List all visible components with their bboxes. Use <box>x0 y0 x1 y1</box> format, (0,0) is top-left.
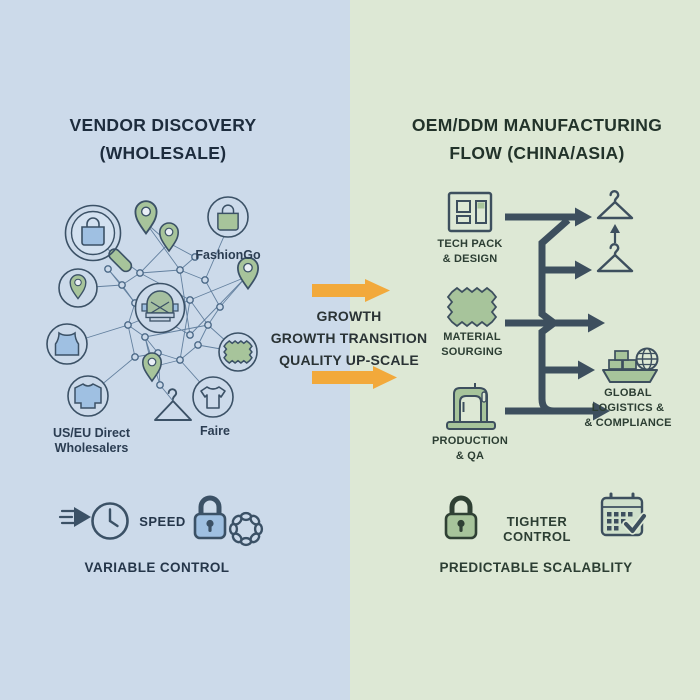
left-title-line1: VENDOR DISCOVERY <box>69 115 257 135</box>
logistics-line3: & COMPLIANCE <box>584 417 672 429</box>
tech-pack-icon <box>447 191 493 233</box>
tech-pack-line2: & DESIGN <box>442 253 498 265</box>
network-label-faire: Faire <box>200 424 230 438</box>
shopping-bag-icon <box>81 217 105 246</box>
calendar-check-icon <box>600 492 648 537</box>
chain-icon <box>228 511 264 547</box>
transition-line2: GROWTH TRANSITION <box>270 330 428 346</box>
network-label-us-eu: US/EU Direct Wholesalers <box>29 426 154 456</box>
tech-pack-line1: TECH PACK <box>437 238 503 250</box>
sewing-machine-icon <box>446 383 496 430</box>
us-eu-line1: US/EU Direct <box>52 426 131 440</box>
network-label-fashiongo: FashionGo <box>195 248 261 262</box>
fabric-swatch-icon <box>446 286 498 328</box>
padlock-icon <box>193 495 227 540</box>
tshirt-badge <box>192 376 234 418</box>
step-label-material: MATERIAL SOURGING <box>422 330 522 360</box>
vendor-network-diagram <box>46 196 259 421</box>
logistics-line2: LOGISTICS & <box>591 402 665 414</box>
material-line2: SOURGING <box>441 346 503 358</box>
magnifier-bag-icon <box>64 204 133 273</box>
padlock-icon <box>444 495 478 540</box>
right-title-line1: OEM/DDM MANUFACTURING <box>411 115 663 135</box>
flow-arrow-icon <box>575 207 592 227</box>
swatch-badge <box>218 332 258 372</box>
logistics-line1: GLOBAL <box>604 387 652 399</box>
orange-arrow-icon <box>312 279 390 302</box>
central-machine-badge <box>134 282 186 334</box>
step-label-tech-pack: TECH PACK & DESIGN <box>420 237 520 267</box>
right-caption: PREDICTABLE SCALABLITY <box>439 560 633 575</box>
left-title-line2: (WHOLESALE) <box>99 143 227 163</box>
production-line2: & QA <box>455 450 485 462</box>
transition-text: GROWTH GROWTH TRANSITION QUALITY UP-SCAL… <box>269 305 429 371</box>
right-title: OEM/DDM MANUFACTURING FLOW (CHINA/ASIA) <box>407 111 667 167</box>
tank-top-icon <box>54 331 80 356</box>
speed-clock-icon <box>58 502 129 540</box>
up-arrow-icon <box>610 224 620 243</box>
hanger-icon <box>596 190 634 220</box>
orange-arrow-icon <box>312 366 397 389</box>
speed-label: SPEED <box>139 514 186 529</box>
map-pin-icon <box>142 352 162 382</box>
flow-arrow-icon <box>575 260 592 280</box>
manufacturing-flow-diagram <box>446 190 659 430</box>
network-nodes <box>104 253 224 389</box>
cargo-ship-icon <box>602 347 659 383</box>
hanger-icon <box>596 243 634 273</box>
label-global-logistics: GLOBAL LOGISTICS & & COMPLIANCE <box>572 386 684 431</box>
tank-top-badge <box>46 323 88 365</box>
green-bag-badge <box>207 196 249 238</box>
t-shirt-icon <box>200 386 226 409</box>
transition-arrows <box>312 279 397 389</box>
left-caption: VARIABLE CONTROL <box>84 560 230 575</box>
flow-arrow-icon <box>588 313 605 333</box>
flow-connectors <box>505 213 594 415</box>
left-title: VENDOR DISCOVERY (WHOLESALE) <box>58 111 268 167</box>
flow-arrowheads <box>575 207 610 421</box>
right-title-line2: FLOW (CHINA/ASIA) <box>449 143 625 163</box>
tighter-control-label: TIGHTER CONTROL <box>503 514 571 544</box>
sewing-machine-icon <box>141 290 179 322</box>
transition-line1: GROWTH <box>316 308 382 324</box>
us-eu-line2: Wholesalers <box>54 441 129 455</box>
transition-line3: QUALITY UP-SCALE <box>279 352 419 368</box>
fabric-swatch-icon <box>223 340 253 364</box>
shirt-icon <box>74 383 102 409</box>
flow-arrow-icon <box>578 360 595 380</box>
hanger-icon <box>154 388 192 421</box>
material-line1: MATERIAL <box>443 331 501 343</box>
map-pin-badge <box>58 268 98 308</box>
globe-icon <box>635 347 659 371</box>
flow-arrow-icon <box>593 401 610 421</box>
map-pin-icon <box>134 200 158 235</box>
shopping-bag-icon <box>217 204 239 231</box>
shirt-badge <box>67 375 109 417</box>
step-label-production: PRODUCTION & QA <box>420 434 520 464</box>
production-line1: PRODUCTION <box>432 435 508 447</box>
